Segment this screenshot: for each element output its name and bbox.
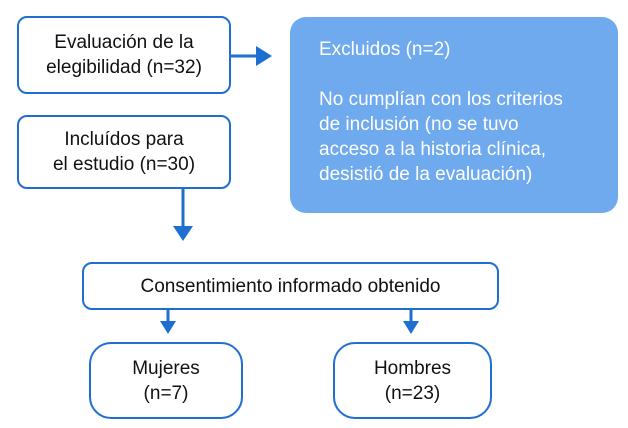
excluded-reason-line-3: acceso a la historia clínica,	[319, 139, 547, 160]
excluded-spacer	[319, 62, 608, 87]
men-label: Hombres (n=23)	[373, 357, 452, 404]
arrow-eligibility-to-excluded	[231, 46, 272, 66]
eligibility-label: Evaluación de la elegibilidad (n=32)	[46, 32, 202, 78]
women-box: Mujeres (n=7)	[89, 342, 243, 419]
arrow-consent-to-men	[403, 310, 419, 334]
arrow-included-to-consent	[173, 189, 193, 241]
included-box: Incluídos para el estudio (n=30)	[17, 115, 231, 189]
women-label: Mujeres (n=7)	[132, 357, 200, 404]
excluded-reason-line-2: de inclusión (no se tuvo	[319, 114, 519, 135]
excluded-reason-line-4: desistió de la evaluación)	[319, 164, 533, 185]
consent-box: Consentimiento informado obtenido	[82, 262, 499, 310]
men-box: Hombres (n=23)	[333, 342, 492, 419]
excluded-title: Excluidos (n=2)	[319, 39, 451, 60]
eligibility-box: Evaluación de la elegibilidad (n=32)	[17, 16, 231, 94]
consent-label: Consentimiento informado obtenido	[140, 275, 441, 297]
arrow-consent-to-women	[160, 310, 176, 334]
included-label: Incluídos para el estudio (n=30)	[52, 129, 196, 175]
excluded-reason-line-1: No cumplían con los criterios	[319, 89, 563, 110]
excluded-box: Excluidos (n=2) No cumplían con los crit…	[290, 17, 618, 213]
